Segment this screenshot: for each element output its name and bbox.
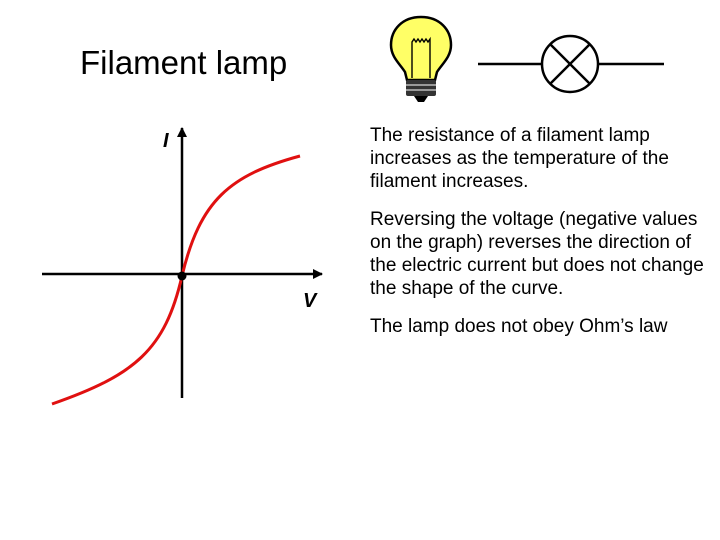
explanation-text: The resistance of a filament lamp increa… — [370, 124, 705, 353]
bulb-glass — [389, 15, 453, 82]
bulb-base — [406, 80, 436, 96]
paragraph-resistance: The resistance of a filament lamp increa… — [370, 125, 669, 192]
bulb-filament — [411, 36, 431, 78]
origin-point — [177, 271, 187, 281]
bulb-contact — [414, 96, 428, 102]
y-axis-label: I — [163, 130, 169, 152]
x-axis-label: V — [303, 290, 317, 312]
light-bulb-icon — [389, 15, 453, 102]
lamp-circuit-symbol-icon — [478, 34, 664, 94]
page-title: Filament lamp — [80, 44, 288, 81]
paragraph-ohms-law: The lamp does not obey Ohm’s law — [370, 316, 668, 337]
iv-curve — [51, 154, 301, 406]
paragraph-reversing-voltage: Reversing the voltage (negative values o… — [370, 209, 704, 299]
iv-characteristic-graph — [42, 127, 323, 406]
